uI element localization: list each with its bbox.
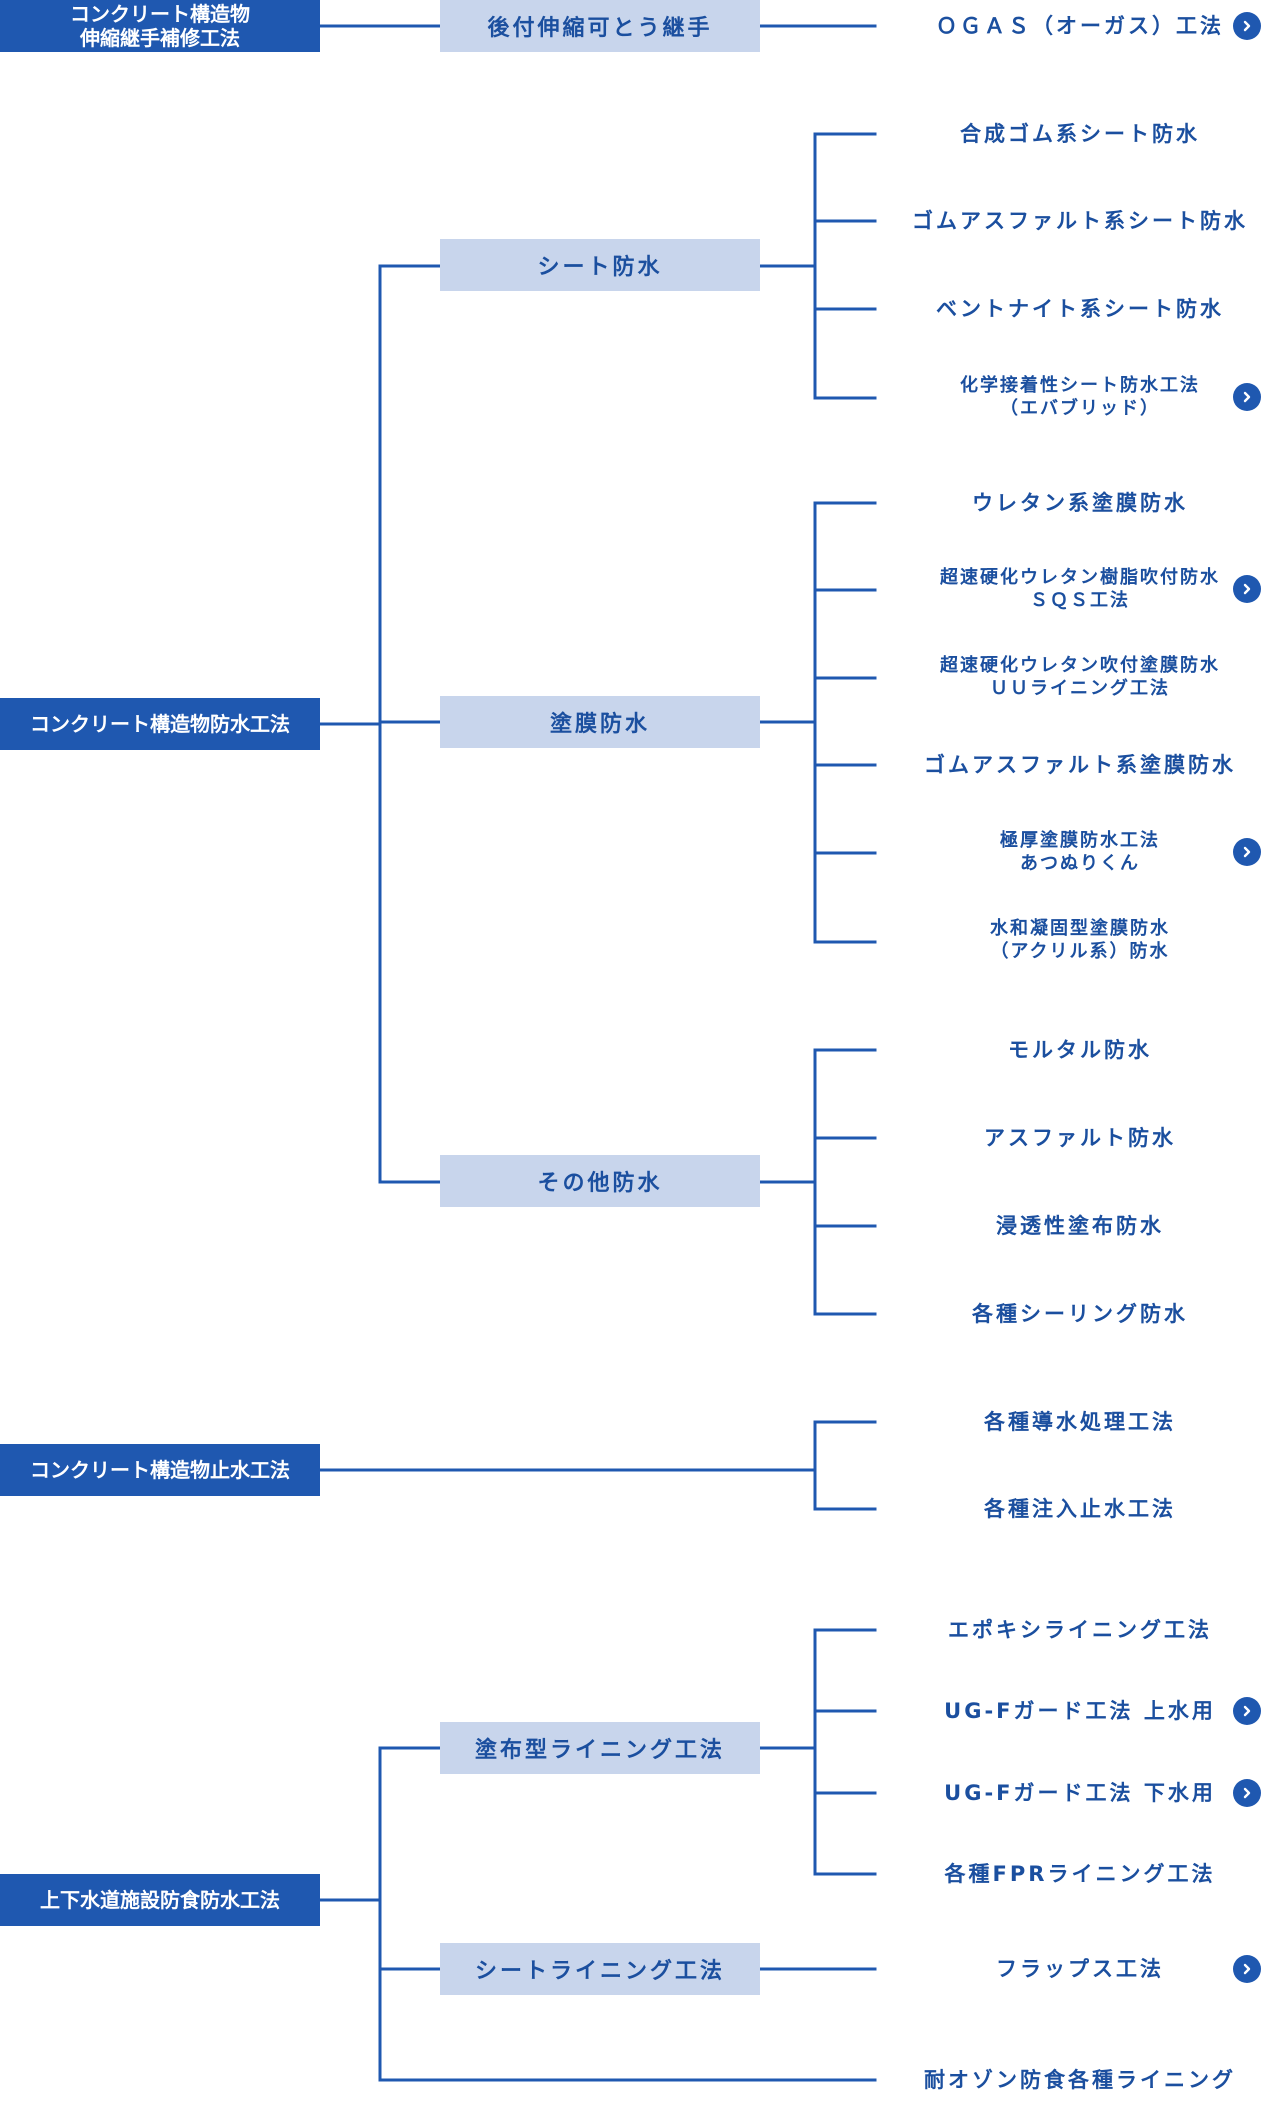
leaf-sealing: 各種シーリング防水 xyxy=(880,1292,1280,1336)
subcategory-box-retrofit-joint: 後付伸縮可とう継手 xyxy=(440,0,760,52)
subcategory-box-sheet-lining: シートライニング工法 xyxy=(440,1943,760,1995)
chevron-right-icon[interactable] xyxy=(1233,1955,1261,1983)
leaf-ugf-water-supply[interactable]: UG-Fガード工法 上水用 xyxy=(880,1689,1280,1733)
leaf-label: ゴムアスファルト系塗膜防水 xyxy=(924,753,1236,777)
leaf-bentonite-sheet: ベントナイト系シート防水 xyxy=(880,287,1280,331)
chevron-right-icon[interactable] xyxy=(1233,12,1261,40)
leaf-acrylic-coating: 水和凝固型塗膜防水 （アクリル系）防水 xyxy=(880,912,1280,968)
leaf-ozone-lining: 耐オゾン防食各種ライニング xyxy=(880,2058,1280,2102)
leaf-label: 各種シーリング防水 xyxy=(972,1302,1188,1326)
leaf-label: ウレタン系塗膜防水 xyxy=(972,491,1188,515)
leaf-asphalt: アスファルト防水 xyxy=(880,1116,1280,1160)
leaf-chemical-adhesion-sheet[interactable]: 化学接着性シート防水工法 （エバブリッド） xyxy=(880,369,1280,425)
leaf-ogas[interactable]: ＯＧＡＳ（オーガス）工法 xyxy=(880,0,1280,52)
chevron-right-icon[interactable] xyxy=(1233,838,1261,866)
category-box-waterproofing: コンクリート構造物防水工法 xyxy=(0,698,320,750)
category-box-expansion-joint: コンクリート構造物 伸縮継手補修工法 xyxy=(0,0,320,52)
subcategory-box-coating-lining: 塗布型ライニング工法 xyxy=(440,1722,760,1774)
category-box-water-stop: コンクリート構造物止水工法 xyxy=(0,1444,320,1496)
chevron-right-icon[interactable] xyxy=(1233,383,1261,411)
leaf-label: 合成ゴム系シート防水 xyxy=(960,122,1200,146)
leaf-uu-lining: 超速硬化ウレタン吹付塗膜防水 ＵＵライニング工法 xyxy=(880,649,1280,705)
leaf-label: 各種FPRライニング工法 xyxy=(944,1862,1216,1886)
leaf-label: フラップス工法 xyxy=(996,1957,1164,1981)
leaf-label: エポキシライニング工法 xyxy=(948,1618,1212,1642)
leaf-label: アスファルト防水 xyxy=(984,1126,1176,1150)
leaf-label: 化学接着性シート防水工法 （エバブリッド） xyxy=(960,375,1200,419)
leaf-label: 水和凝固型塗膜防水 （アクリル系）防水 xyxy=(990,918,1170,962)
leaf-label: UG-Fガード工法 下水用 xyxy=(944,1781,1216,1805)
leaf-label: 耐オゾン防食各種ライニング xyxy=(924,2068,1236,2092)
leaf-epoxy-lining: エポキシライニング工法 xyxy=(880,1608,1280,1652)
leaf-label: 超速硬化ウレタン吹付塗膜防水 ＵＵライニング工法 xyxy=(940,655,1220,699)
chevron-right-icon[interactable] xyxy=(1233,1697,1261,1725)
leaf-fpr-lining: 各種FPRライニング工法 xyxy=(880,1852,1280,1896)
leaf-label: 超速硬化ウレタン樹脂吹付防水 ＳＱＳ工法 xyxy=(940,567,1220,611)
leaf-label: ベントナイト系シート防水 xyxy=(936,297,1224,321)
leaf-label: 極厚塗膜防水工法 あつぬりくん xyxy=(1000,830,1160,874)
leaf-label: モルタル防水 xyxy=(1008,1038,1152,1062)
leaf-flaps[interactable]: フラップス工法 xyxy=(880,1947,1280,1991)
leaf-label: 浸透性塗布防水 xyxy=(996,1214,1164,1238)
leaf-drainage: 各種導水処理工法 xyxy=(880,1400,1280,1444)
leaf-label: ゴムアスファルト系シート防水 xyxy=(912,209,1248,233)
category-box-water-facilities: 上下水道施設防食防水工法 xyxy=(0,1874,320,1926)
leaf-rubber-asphalt-sheet: ゴムアスファルト系シート防水 xyxy=(880,199,1280,243)
leaf-label: 各種注入止水工法 xyxy=(984,1497,1176,1521)
leaf-label: 各種導水処理工法 xyxy=(984,1410,1176,1434)
subcategory-box-other: その他防水 xyxy=(440,1155,760,1207)
leaf-ugf-sewage[interactable]: UG-Fガード工法 下水用 xyxy=(880,1771,1280,1815)
leaf-sqs[interactable]: 超速硬化ウレタン樹脂吹付防水 ＳＱＳ工法 xyxy=(880,561,1280,617)
leaf-label: ＯＧＡＳ（オーガス）工法 xyxy=(936,14,1224,38)
chevron-right-icon[interactable] xyxy=(1233,1779,1261,1807)
leaf-synthetic-rubber-sheet: 合成ゴム系シート防水 xyxy=(880,112,1280,156)
subcategory-box-sheet: シート防水 xyxy=(440,239,760,291)
leaf-penetrating: 浸透性塗布防水 xyxy=(880,1204,1280,1248)
leaf-rubber-asphalt-coating: ゴムアスファルト系塗膜防水 xyxy=(880,743,1280,787)
leaf-injection: 各種注入止水工法 xyxy=(880,1487,1280,1531)
leaf-mortar: モルタル防水 xyxy=(880,1028,1280,1072)
chevron-right-icon[interactable] xyxy=(1233,575,1261,603)
leaf-urethane-coating: ウレタン系塗膜防水 xyxy=(880,481,1280,525)
leaf-atsunurikun[interactable]: 極厚塗膜防水工法 あつぬりくん xyxy=(880,824,1280,880)
leaf-label: UG-Fガード工法 上水用 xyxy=(944,1699,1216,1723)
subcategory-box-coating: 塗膜防水 xyxy=(440,696,760,748)
